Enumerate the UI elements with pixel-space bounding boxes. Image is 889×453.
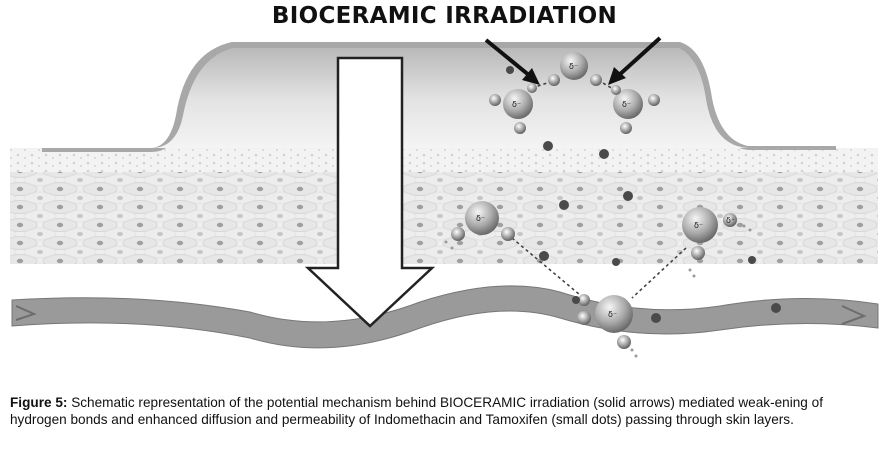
- diagram-title: BIOCERAMIC IRRADIATION: [271, 3, 618, 29]
- water-molecule-top: [548, 52, 602, 86]
- skin-layers: [10, 148, 878, 264]
- water-molecule-bottom: [577, 294, 633, 349]
- bioceramic-arrow-left: [484, 38, 532, 78]
- delta-label: δ⁻: [694, 221, 703, 230]
- delta-label: δ⁻: [622, 100, 631, 109]
- water-molecule-mid-right: [682, 207, 737, 260]
- figure-label: Figure 5:: [10, 395, 68, 410]
- water-molecule-mid-left: [451, 201, 515, 241]
- water-molecule-left: [489, 83, 537, 134]
- stratum-granular-layer: [10, 148, 878, 174]
- delta-label: δ⁻: [608, 310, 617, 319]
- irradiation-arrow: [304, 56, 436, 328]
- caption-text: Schematic representation of the potentia…: [10, 395, 823, 427]
- blood-vessel: [11, 285, 879, 349]
- figure-caption: Figure 5: Schematic representation of th…: [10, 394, 882, 428]
- delta-label: δ⁺: [726, 216, 735, 225]
- drug-dots: [506, 66, 781, 323]
- delta-label: δ⁻: [476, 214, 485, 223]
- skin-diagram: δ⁻ δ⁻ δ⁻ δ⁻ δ⁻ δ⁻ δ⁺: [10, 36, 879, 358]
- bioceramic-arrow-right: [616, 36, 662, 78]
- delta-label: δ⁻: [512, 100, 521, 109]
- water-molecule-right: [611, 85, 660, 134]
- delta-label: δ⁻: [569, 62, 578, 71]
